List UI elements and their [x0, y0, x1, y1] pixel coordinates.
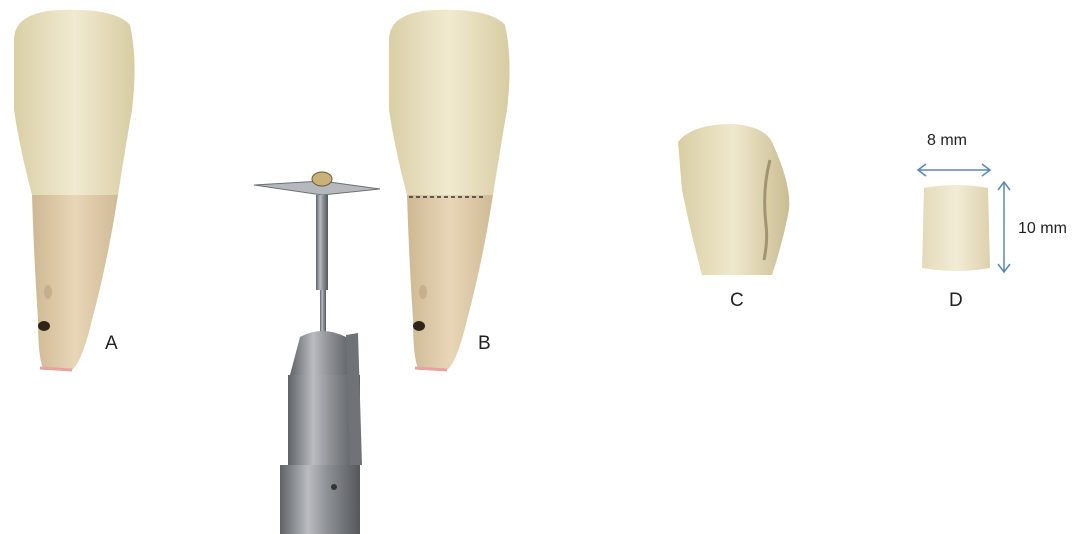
crown-fragment-image: [672, 120, 802, 280]
panel-label-a: A: [105, 333, 118, 355]
diamond-disc-handpiece-image: [250, 165, 380, 534]
width-dimension-label: 8 mm: [927, 132, 967, 150]
tooth-b-image: [375, 0, 525, 390]
panel-label-b: B: [478, 333, 491, 355]
width-arrow: [914, 160, 994, 180]
tooth-a-image: [0, 0, 150, 390]
height-dimension-label: 10 mm: [1018, 220, 1067, 238]
panel-label-c: C: [730, 290, 744, 312]
panel-label-d: D: [949, 290, 963, 312]
specimen-block-image: [918, 182, 994, 276]
height-arrow: [994, 178, 1014, 276]
